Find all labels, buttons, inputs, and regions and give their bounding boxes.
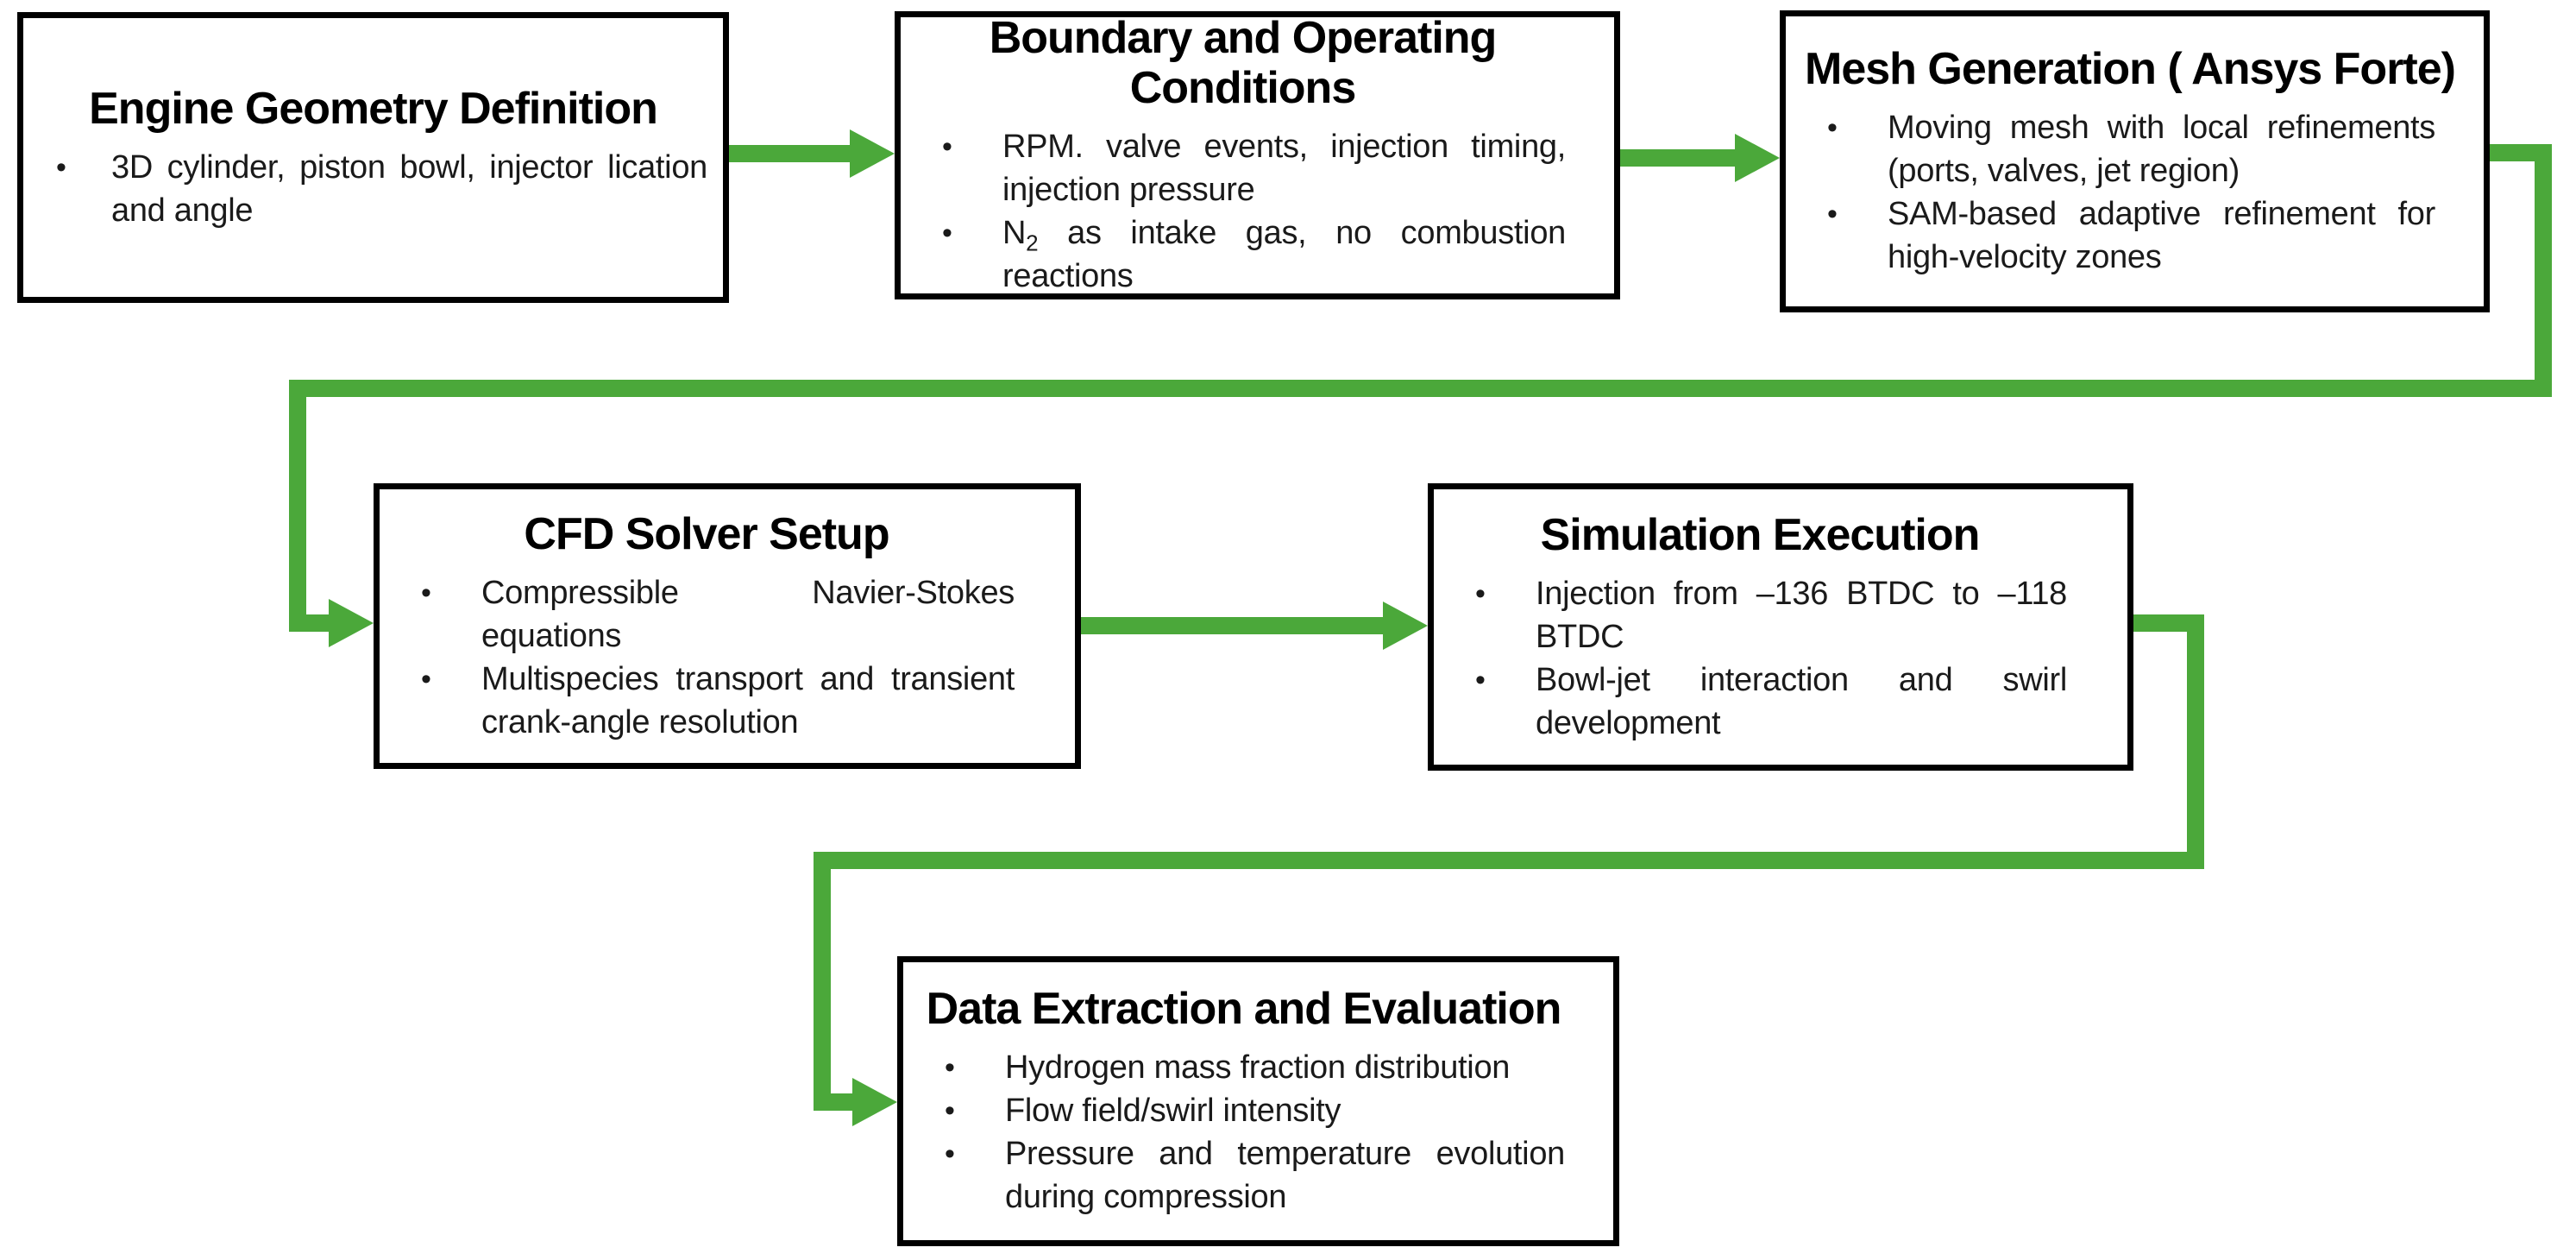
connector-arrow-3-head [329,599,374,647]
bullet-marker: • [1475,663,1486,696]
bullet-text: Moving mesh with local refinements (port… [1888,110,2435,189]
bullet-text: SAM-based adaptive refinement for high-v… [1888,196,2435,275]
bullet-marker: • [1827,111,1838,144]
bullet-marker: • [945,1094,955,1127]
bullet-text: Multispecies transport and transient cra… [481,660,1015,740]
connector-arrow-2-head [1735,134,1780,182]
bullet-item: • Moving mesh with local refinements (po… [1805,106,2435,192]
box-title: Boundary and Operating Conditions [989,13,1498,113]
bullet-item: • SAM-based adaptive refinement for high… [1805,192,2435,279]
bullet-item: • Hydrogen mass fraction distribution [922,1046,1565,1089]
bullet-item: • Pressure and temperature evolution dur… [922,1132,1565,1219]
box-title: Simulation Execution [1540,509,1981,560]
bullet-marker: • [421,576,431,609]
bullet-marker: • [421,662,431,696]
bullet-item: • 3D cylinder, piston bowl, injector lic… [39,146,707,232]
connector-arrow-4-head [1383,602,1428,650]
bullet-item: • Compressible Navier-Stokes equations [399,571,1015,658]
bullet-marker: • [56,150,66,184]
box-title: Mesh Generation ( Ansys Forte) [1805,44,2456,94]
bullet-text: Compressible Navier-Stokes equations [481,574,1015,654]
bullet-marker: • [1827,198,1838,230]
bullet-item: • Injection from –136 BTDC to –118 BTDC [1453,572,2067,658]
bullet-marker: • [942,130,952,163]
box-title: Engine Geometry Definition [89,83,658,134]
bullet-item: • Flow field/swirl intensity [922,1089,1565,1132]
bullet-text: Hydrogen mass fraction distribution [1005,1049,1511,1086]
box-boundary-operating-conditions: Boundary and Operating Conditions • RPM.… [895,11,1620,299]
box-title: Data Extraction and Evaluation [926,984,1562,1034]
box-cfd-solver-setup: CFD Solver Setup • Compressible Navier-S… [374,483,1081,769]
bullet-text: RPM. valve events, injection timing, inj… [1002,129,1566,208]
bullet-item: • RPM. valve events, injection timing, i… [920,125,1566,211]
bullet-text: 3D cylinder, piston bowl, injector licat… [111,148,707,229]
bullet-text: Injection from –136 BTDC to –118 BTDC [1536,575,2067,655]
box-mesh-generation: Mesh Generation ( Ansys Forte) • Moving … [1780,10,2490,312]
bullet-marker: • [945,1137,955,1170]
bullet-marker: • [1475,576,1486,610]
bullet-text: N2 as intake gas, no combustion reaction… [1002,211,1566,298]
bullet-marker: • [945,1051,955,1084]
connector-arrow-1-head [850,129,895,178]
bullet-item: • N2 as intake gas, no combustion reacti… [920,211,1566,298]
box-data-extraction-evaluation: Data Extraction and Evaluation • Hydroge… [897,956,1619,1246]
bullet-text: Flow field/swirl intensity [1005,1093,1341,1129]
box-title: CFD Solver Setup [524,508,889,559]
bullet-item: • Multispecies transport and transient c… [399,658,1015,744]
subscript-2: 2 [1026,230,1039,256]
bullet-item: • Bowl-jet interaction and swirl develop… [1453,658,2067,745]
bullet-text: Bowl-jet interaction and swirl developme… [1536,661,2067,741]
box-simulation-execution: Simulation Execution • Injection from –1… [1428,483,2133,771]
connector-arrow-5-head [852,1078,897,1126]
box-engine-geometry-definition: Engine Geometry Definition • 3D cylinder… [17,12,729,303]
bullet-text: Pressure and temperature evolution durin… [1005,1136,1565,1215]
n2-intake-line: N2 as intake gas, no combustion [1002,215,1566,256]
bullet-marker: • [942,217,952,249]
